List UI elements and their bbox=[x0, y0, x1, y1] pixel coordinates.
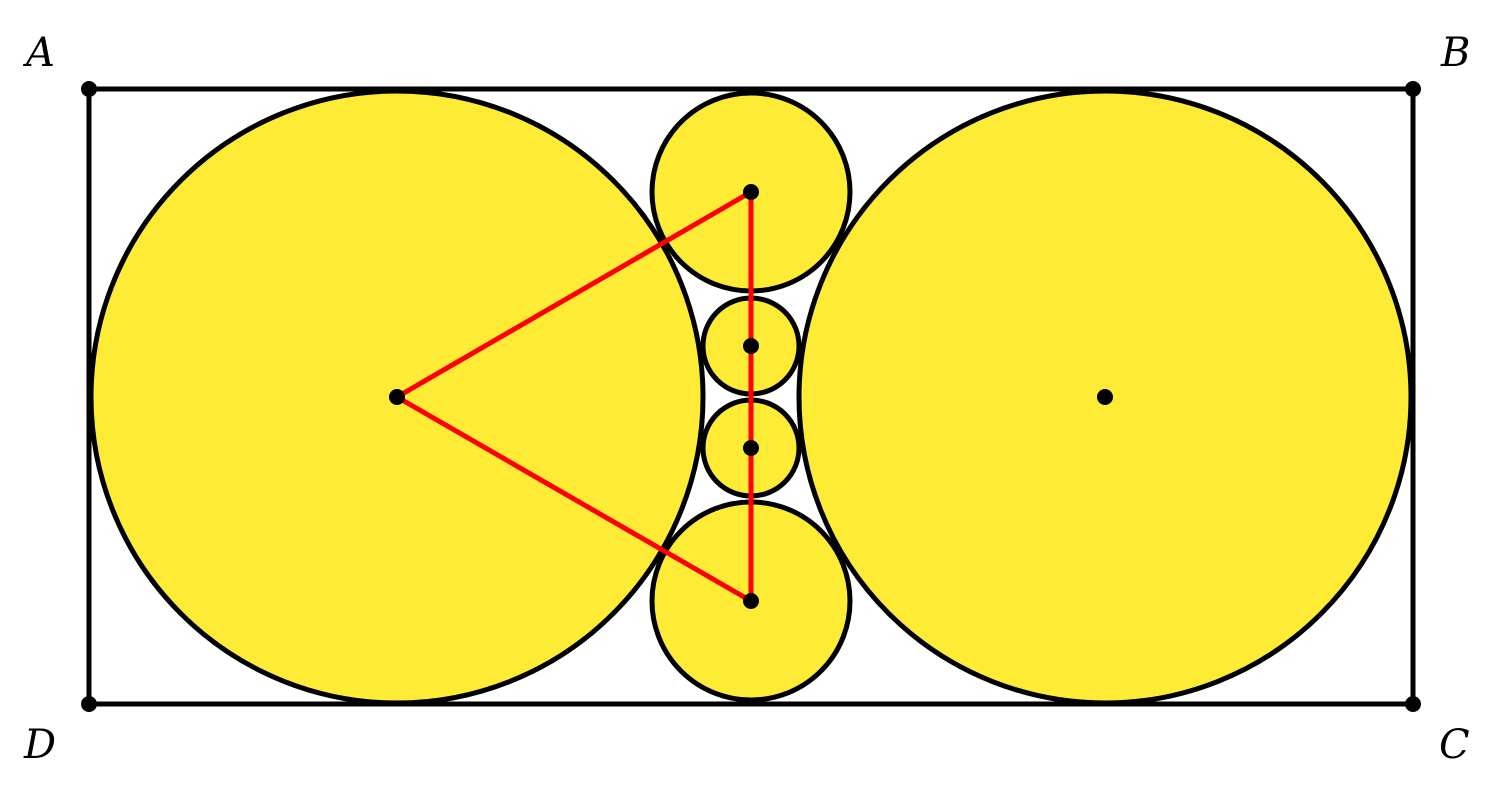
label-c: C bbox=[1439, 722, 1470, 768]
rectangle-abcd bbox=[86, 86, 1416, 707]
label-a: A bbox=[22, 30, 55, 76]
vertex-a-point bbox=[81, 81, 97, 97]
center-left-large bbox=[389, 389, 405, 405]
points bbox=[81, 81, 1421, 712]
vertex-d-point bbox=[81, 696, 97, 712]
center-top-medium bbox=[743, 184, 759, 200]
center-upper-small bbox=[743, 338, 759, 354]
vertex-b-point bbox=[1405, 81, 1421, 97]
segment-left-center-to-top-center bbox=[394, 189, 754, 400]
vertex-c-point bbox=[1405, 696, 1421, 712]
construction-lines bbox=[394, 189, 754, 604]
center-right-large bbox=[1097, 389, 1113, 405]
label-d: D bbox=[23, 722, 56, 768]
segment-left-center-to-bottom-center bbox=[394, 394, 754, 604]
center-bottom-medium bbox=[743, 593, 759, 609]
center-lower-small bbox=[743, 440, 759, 456]
label-b: B bbox=[1440, 30, 1470, 76]
